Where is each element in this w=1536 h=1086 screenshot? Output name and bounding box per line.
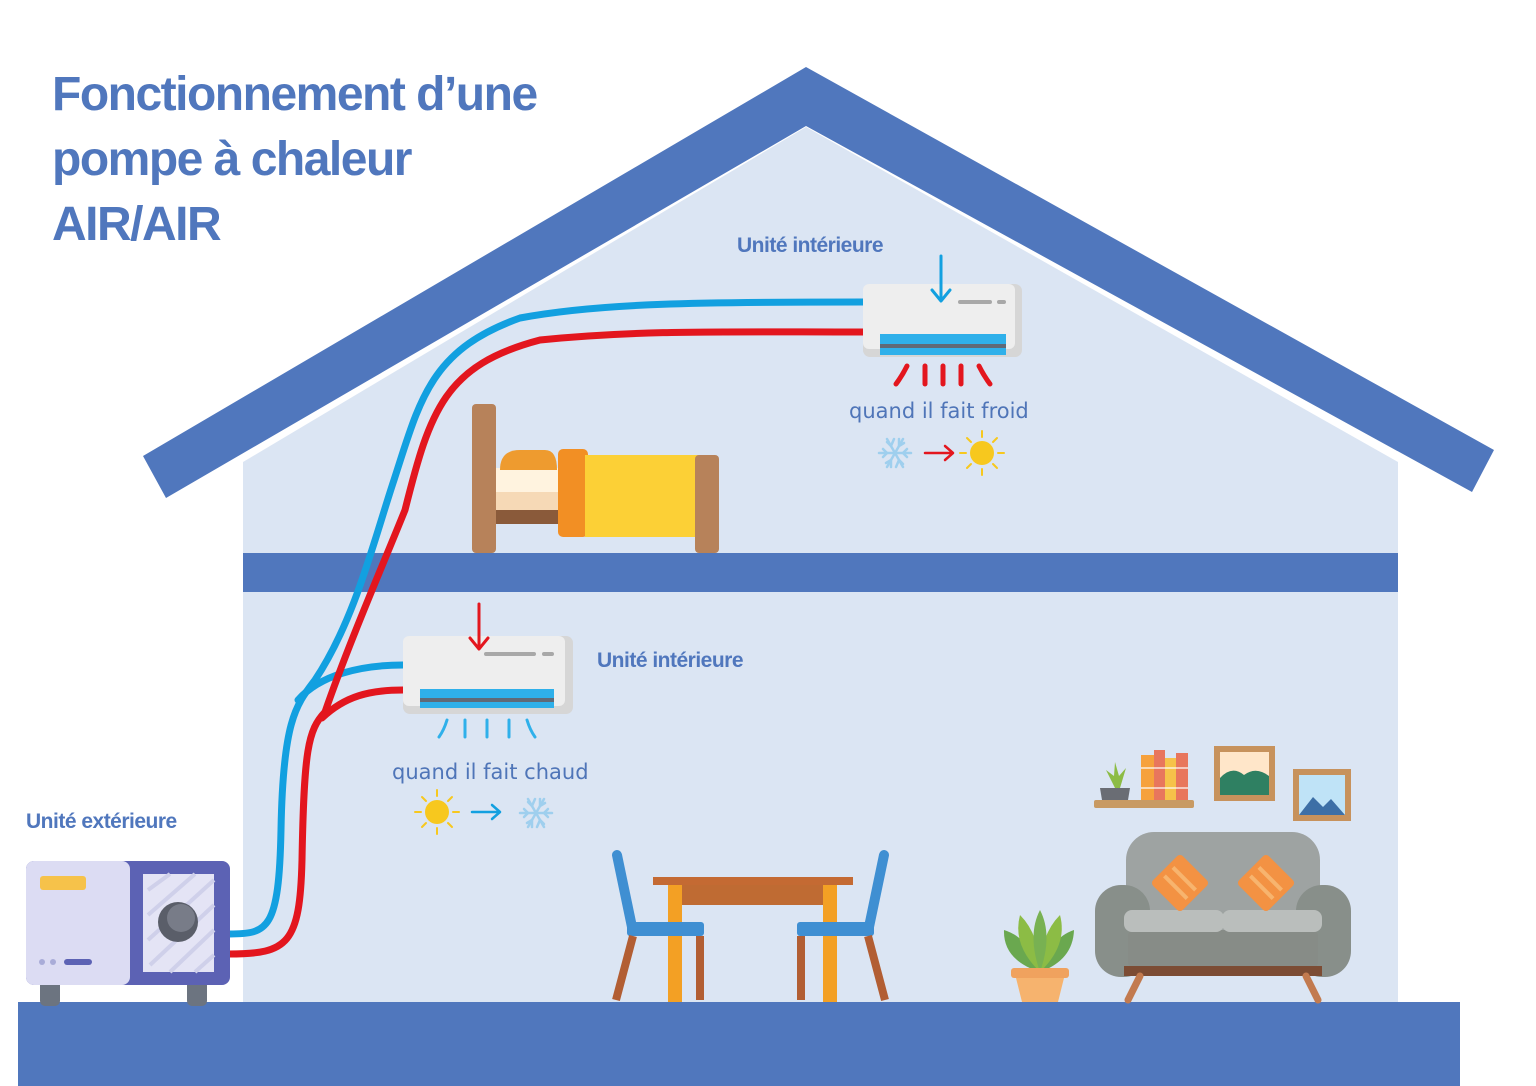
indoor-unit-top: [863, 284, 1022, 357]
sofa-cushion-right: [1237, 854, 1295, 912]
title-line-2: pompe à chaleur: [52, 133, 412, 186]
dining-chair-right: [797, 850, 889, 1002]
hot-mode-caption: quand il fait chaud: [392, 760, 589, 784]
indoor-unit-top-label: Unité intérieure: [737, 234, 884, 257]
warm-air-outflow: [893, 363, 993, 387]
sun-icon: [414, 789, 460, 835]
indoor-unit-bottom: [403, 636, 573, 714]
cold-inflow-arrow: [930, 254, 952, 303]
framed-picture-1: [1214, 746, 1275, 801]
dining-table: [653, 877, 853, 1002]
dining-chair-left: [612, 850, 704, 1002]
sofa: [1095, 832, 1351, 1004]
sun-icon: [959, 430, 1005, 476]
ground: [18, 1002, 1460, 1086]
hot-inflow-arrow: [468, 602, 490, 651]
refrigerant-pipes: [225, 298, 867, 958]
cold-mode-caption: quand il fait froid: [849, 399, 1029, 423]
outdoor-unit: [26, 861, 230, 1006]
hot-pipe-lower: [318, 686, 407, 722]
sofa-cushion-left: [1151, 854, 1209, 912]
hot-pipe-upper: [225, 328, 867, 958]
framed-picture-2: [1293, 769, 1351, 821]
snowflake-icon: [518, 797, 554, 829]
snowflake-icon: [877, 437, 913, 469]
cold-pipe-upper: [225, 298, 867, 938]
bed-illustration: [472, 404, 719, 553]
title-line-1: Fonctionnement d’une: [52, 68, 538, 121]
diagram-title: Fonctionnement d’une pompe à chaleur AIR…: [52, 62, 538, 257]
arrow-right-icon: [923, 444, 955, 462]
arrow-right-icon: [470, 803, 502, 821]
title-line-3: AIR/AIR: [52, 198, 222, 251]
potted-plant: [1003, 910, 1074, 1002]
cool-air-outflow: [437, 718, 537, 739]
upper-floor-slab: [243, 553, 1398, 592]
indoor-unit-bottom-label: Unité intérieure: [597, 649, 744, 672]
wall-shelf: [1094, 750, 1194, 808]
outdoor-unit-label: Unité extérieure: [26, 810, 177, 833]
